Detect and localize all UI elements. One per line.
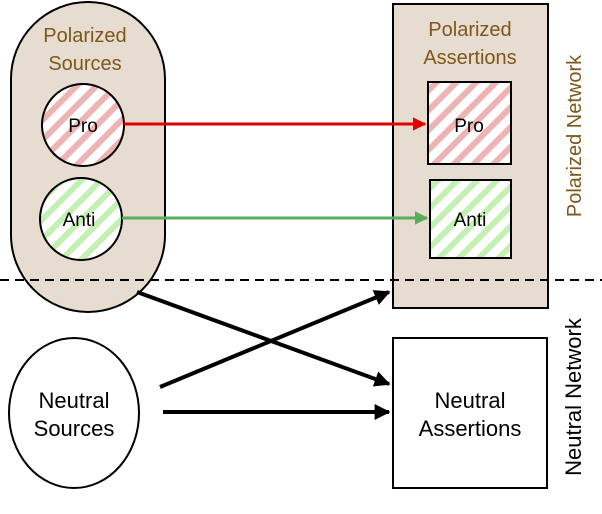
polarized-assertions-title-line2: Assertions (423, 47, 516, 69)
edge-polarized-to-neutral (136, 290, 391, 387)
anti-assertion-label: Anti (454, 210, 487, 231)
anti-assertion-node (429, 179, 512, 259)
pro-assertion-label: Pro (454, 116, 484, 137)
polarized-network-label: Polarized Network (564, 54, 586, 217)
edge-neutral-to-polarized (159, 290, 391, 389)
neutral-assertions-node (392, 337, 548, 489)
pro-assertion-node (427, 81, 512, 165)
polarized-sources-title-line2: Sources (48, 53, 121, 75)
neutral-assertions-line2: Assertions (419, 416, 522, 441)
neutral-sources-line1: Neutral (39, 388, 110, 413)
pro-source-label: Pro (68, 116, 98, 137)
neutral-network-label: Neutral Network (561, 317, 586, 476)
neutral-assertions-line1: Neutral (435, 388, 506, 413)
polarized-assertions-title-line1: Polarized (428, 19, 511, 41)
neutral-sources-line2: Sources (34, 416, 115, 441)
polarized-sources-title-line1: Polarized (43, 25, 126, 47)
anti-source-label: Anti (63, 210, 96, 231)
neutral-sources-node (8, 337, 140, 489)
